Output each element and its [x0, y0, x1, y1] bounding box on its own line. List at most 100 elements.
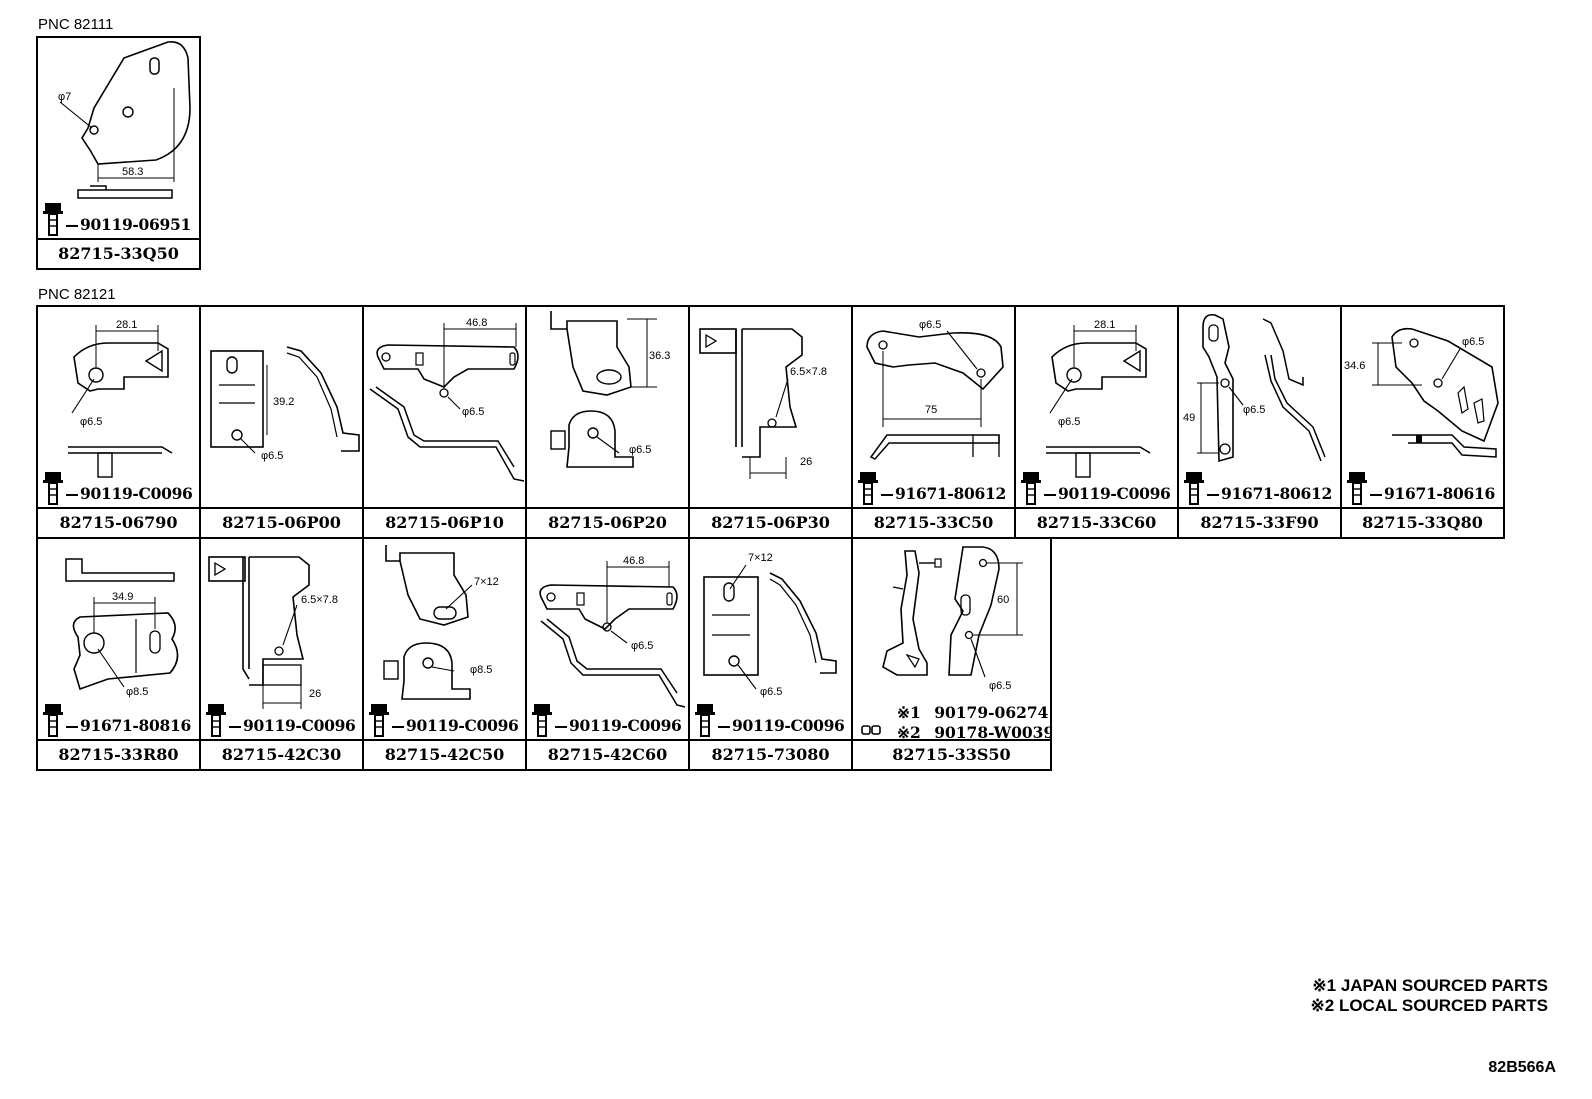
part-number[interactable]: 82715-06790	[38, 507, 199, 537]
dim-label: φ6.5	[462, 406, 484, 418]
dim-label: φ8.5	[470, 664, 492, 676]
dim-label: 46.8	[466, 317, 487, 329]
dim-label: φ6.5	[919, 319, 941, 331]
dim-label: 26	[800, 456, 812, 468]
dim-label: φ6.5	[760, 686, 782, 698]
part-number[interactable]: 82715-06P30	[690, 507, 851, 537]
part-number[interactable]: 82715-33F90	[1179, 507, 1340, 537]
diagram-code: 82B566A	[1488, 1059, 1556, 1076]
part-cell-82715-06790[interactable]: 28.1 φ6.5 90119-C0096 82715-06790	[36, 305, 201, 539]
part-cell-82715-06p00[interactable]: 39.2 φ6.5 82715-06P00	[199, 305, 364, 539]
bolt-part-number[interactable]: 90119-06951	[66, 215, 191, 234]
bracket-drawing: 7×12 φ6.5	[703, 552, 837, 698]
bolt-part-number[interactable]: 91671-80816	[66, 716, 191, 735]
bracket-drawing: 49 φ6.5	[1183, 313, 1326, 463]
part-cell-82715-33s50[interactable]: 60 φ6.5 ※1 90179-06274 ※2 90178-W0039 82…	[851, 537, 1052, 771]
bolt-part-number[interactable]: 90119-C0096	[1044, 484, 1171, 503]
dim-label: 34.6	[1344, 360, 1365, 372]
hex-flange-bolt-icon	[1184, 472, 1204, 505]
note-local-sourced: ※2 LOCAL SOURCED PARTS	[1310, 996, 1548, 1015]
hex-flange-bolt-icon	[43, 203, 63, 236]
hex-flange-bolt-icon	[43, 472, 63, 505]
part-number[interactable]: 82715-33S50	[853, 739, 1050, 769]
dim-label: φ6.5	[1243, 404, 1265, 416]
pnc-label-82111: PNC 82111	[38, 16, 114, 33]
nut-icon	[861, 725, 881, 735]
dim-label: 28.1	[116, 319, 137, 331]
part-number[interactable]: 82715-73080	[690, 739, 851, 769]
dim-label: φ6.5	[1058, 416, 1080, 428]
bracket-drawing: 60 φ6.5	[882, 546, 1023, 692]
part-cell-82715-06p20[interactable]: 36.3 φ6.5 82715-06P20	[525, 305, 690, 539]
part-cell-82715-33c50[interactable]: φ6.5 75 91671-80612 82715-33C50	[851, 305, 1016, 539]
part-cell-82715-33f90[interactable]: 49 φ6.5 91671-80612 82715-33F90	[1177, 305, 1342, 539]
bolt-part-number[interactable]: 90119-C0096	[229, 716, 356, 735]
hex-flange-bolt-icon	[695, 704, 715, 737]
hex-flange-bolt-icon	[206, 704, 226, 737]
japan-mark: ※1	[897, 703, 921, 722]
part-cell-82715-42c60[interactable]: 46.8 φ6.5 90119-C0096 82715-42C60	[525, 537, 690, 771]
hex-flange-bolt-icon	[532, 704, 552, 737]
dim-label: 28.1	[1094, 319, 1115, 331]
hex-flange-bolt-icon	[43, 704, 63, 737]
dim-label: 36.3	[649, 350, 670, 362]
dim-label: 7×12	[474, 576, 499, 588]
part-number[interactable]: 82715-33C60	[1016, 507, 1177, 537]
bolt-part-number[interactable]: 90119-C0096	[718, 716, 845, 735]
local-mark: ※2	[897, 723, 921, 742]
dim-label: φ6.5	[1462, 336, 1484, 348]
dim-label: 26	[309, 688, 321, 700]
part-number[interactable]: 82715-06P20	[527, 507, 688, 537]
part-number[interactable]: 82715-42C50	[364, 739, 525, 769]
bolt-part-number[interactable]: 91671-80616	[1370, 484, 1495, 503]
part-cell-82715-33q50[interactable]: φ7 58.3 90119-06951 82715-33Q50	[36, 36, 201, 270]
bracket-drawing: 34.9 φ8.5	[65, 558, 179, 698]
part-cell-82715-42c30[interactable]: 6.5×7.8 26 90119-C0096 82715-42C30	[199, 537, 364, 771]
hex-flange-bolt-icon	[1021, 472, 1041, 505]
dim-label: 46.8	[623, 555, 644, 567]
bracket-drawing: 46.8 φ6.5	[369, 317, 525, 482]
bracket-drawing: 36.3 φ6.5	[550, 311, 670, 468]
dim-label: φ7	[58, 91, 71, 103]
part-cell-82715-06p10[interactable]: 46.8 φ6.5 82715-06P10	[362, 305, 527, 539]
dim-label: φ6.5	[631, 640, 653, 652]
bolt-part-number[interactable]: 91671-80612	[881, 484, 1006, 503]
bolt-part-number[interactable]: 90119-C0096	[555, 716, 682, 735]
jp-part-number[interactable]: 90179-06274	[934, 703, 1049, 722]
hex-flange-bolt-icon	[1347, 472, 1367, 505]
part-cell-82715-33q80[interactable]: φ6.5 34.6 91671-80616 82715-33Q80	[1340, 305, 1505, 539]
bolt-part-number[interactable]: 91671-80612	[1207, 484, 1332, 503]
part-number[interactable]: 82715-06P10	[364, 507, 525, 537]
dim-label: 75	[925, 404, 937, 416]
local-part-line[interactable]: ※2 90178-W0039	[897, 723, 1052, 742]
part-cell-82715-33c60[interactable]: 28.1 φ6.5 90119-C0096 82715-33C60	[1014, 305, 1179, 539]
bolt-part-number[interactable]: 90119-C0096	[66, 484, 193, 503]
bolt-part-number[interactable]: 90119-C0096	[392, 716, 519, 735]
bracket-drawing: 6.5×7.8 26	[208, 556, 338, 709]
part-number[interactable]: 82715-06P00	[201, 507, 362, 537]
hex-flange-bolt-icon	[858, 472, 878, 505]
part-number[interactable]: 82715-33R80	[38, 739, 199, 769]
bracket-drawing: 39.2 φ6.5	[210, 346, 360, 462]
part-number[interactable]: 82715-42C30	[201, 739, 362, 769]
part-number[interactable]: 82715-33C50	[853, 507, 1014, 537]
part-number[interactable]: 82715-42C60	[527, 739, 688, 769]
dim-label: 7×12	[748, 552, 773, 564]
bracket-drawing: 7×12 φ8.5	[383, 545, 499, 700]
local-part-number[interactable]: 90178-W0039	[934, 723, 1052, 742]
bracket-drawing: 46.8 φ6.5	[539, 555, 686, 708]
part-cell-82715-42c50[interactable]: 7×12 φ8.5 90119-C0096 82715-42C50	[362, 537, 527, 771]
part-number[interactable]: 82715-33Q50	[38, 238, 199, 268]
bracket-drawing: φ6.5 75	[866, 319, 1004, 460]
dim-label: φ6.5	[80, 416, 102, 428]
part-cell-82715-73080[interactable]: 7×12 φ6.5 90119-C0096 82715-73080	[688, 537, 853, 771]
part-number[interactable]: 82715-33Q80	[1342, 507, 1503, 537]
bracket-drawing: φ6.5 34.6	[1344, 327, 1499, 458]
dim-label: 6.5×7.8	[790, 366, 827, 378]
dim-label: φ6.5	[989, 680, 1011, 692]
part-cell-82715-06p30[interactable]: 6.5×7.8 26 82715-06P30	[688, 305, 853, 539]
jp-part-line[interactable]: ※1 90179-06274	[897, 703, 1048, 722]
part-cell-82715-33r80[interactable]: 34.9 φ8.5 91671-80816 82715-33R80	[36, 537, 201, 771]
dim-label: φ6.5	[629, 444, 651, 456]
dim-label: 58.3	[122, 166, 143, 178]
